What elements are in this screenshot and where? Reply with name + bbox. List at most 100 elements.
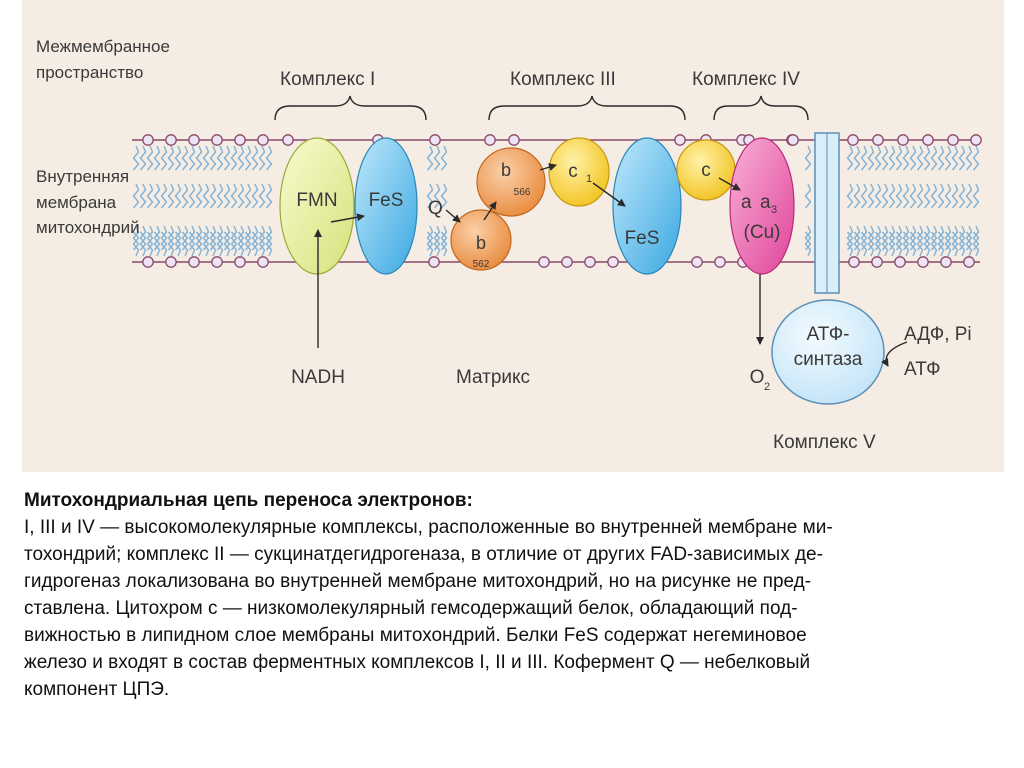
lipid-tail (909, 225, 917, 251)
lipid-tail (258, 225, 266, 251)
lipid-tail (160, 183, 168, 209)
lipid-tail (804, 183, 812, 209)
lipid-tail (923, 183, 931, 209)
lipid-head (871, 256, 883, 268)
q-to-b-arrow (445, 209, 461, 223)
lipid-tail (153, 183, 161, 209)
lipid-tail (965, 145, 973, 171)
lipid-tail (223, 225, 231, 251)
lipid-tail (202, 231, 210, 257)
b562-to-b566-arrow (483, 201, 497, 221)
lipid-tail (902, 231, 910, 257)
lipid-tail (944, 145, 952, 171)
lipid-tail (895, 145, 903, 171)
lipid-tail (265, 183, 273, 209)
lipid-head (872, 134, 884, 146)
lipid-tail (188, 225, 196, 251)
lipid-head (165, 134, 177, 146)
lipid-tail (251, 225, 259, 251)
lipid-head (917, 256, 929, 268)
lipid-tail (881, 225, 889, 251)
lipid-tail (167, 231, 175, 257)
lipid-head (211, 256, 223, 268)
lipid-tail (258, 145, 266, 171)
lipid-tail (433, 145, 441, 171)
lipid-tail (972, 231, 980, 257)
lipid-tail (174, 145, 182, 171)
lipid-tail (153, 225, 161, 251)
inner-membrane-label-3: митохондрий (36, 218, 140, 237)
fmn-protein: FMN (279, 137, 355, 275)
lipid-tail (237, 225, 245, 251)
lipid-head (897, 134, 909, 146)
lipid-tail (881, 231, 889, 257)
lipid-tail (888, 231, 896, 257)
lipid-tail (874, 231, 882, 257)
lipid-head (538, 256, 550, 268)
lipid-head (607, 256, 619, 268)
lipid-tail (881, 183, 889, 209)
fmn-to-fes-arrow (330, 213, 365, 223)
aa3-a-label: a (741, 192, 752, 213)
intermembrane-label-1: Межмембранное (36, 37, 170, 56)
aa3-a3-label: a (760, 192, 771, 213)
lipid-tail (867, 231, 875, 257)
lipid-head (257, 256, 269, 268)
membrane (132, 134, 982, 268)
lipid-tail (132, 183, 140, 209)
lipid-tail (167, 225, 175, 251)
lipid-head (674, 134, 686, 146)
lipid-tail (440, 225, 448, 251)
complex-1-label: Комплекс I (280, 69, 375, 90)
lipid-tail (867, 145, 875, 171)
lipid-tail (188, 231, 196, 257)
lipid-tail (426, 145, 434, 171)
lipid-tail (146, 145, 154, 171)
lipid-tail (230, 231, 238, 257)
lipid-head (188, 134, 200, 146)
lipid-tail (237, 231, 245, 257)
lipid-tail (160, 231, 168, 257)
lipid-tail (223, 145, 231, 171)
lipid-tail (132, 225, 140, 251)
lipid-tail (965, 183, 973, 209)
c1-subscript: 1 (586, 173, 592, 185)
fes-protein-complex-3: FeS (612, 137, 682, 275)
coenzyme-q-label: Q (428, 198, 443, 219)
lipid-tail (202, 225, 210, 251)
b562-subscript: 562 (473, 259, 490, 270)
lipid-tail (174, 231, 182, 257)
lipid-tail (237, 183, 245, 209)
lipid-tail (902, 183, 910, 209)
lipid-tail (972, 183, 980, 209)
lipid-head (165, 256, 177, 268)
lipid-tail (153, 231, 161, 257)
inner-membrane-label-2: мембрана (36, 193, 117, 212)
lipid-tail (951, 225, 959, 251)
intermembrane-label-2: пространство (36, 63, 143, 82)
lipid-head (947, 134, 959, 146)
lipid-tail (195, 231, 203, 257)
lipid-tail (958, 145, 966, 171)
lipid-tail (944, 183, 952, 209)
lipid-tail (251, 145, 259, 171)
lipid-tail (160, 145, 168, 171)
complex-4-brace (713, 95, 809, 121)
lipid-tail (230, 225, 238, 251)
fes-protein-complex-1: FeS (354, 137, 418, 275)
lipid-head (282, 134, 294, 146)
lipid-tail (895, 183, 903, 209)
caption-line: ставлена. Цитохром с — низкомолекулярный… (24, 598, 798, 619)
lipid-tail (440, 231, 448, 257)
lipid-tail (958, 183, 966, 209)
lipid-tail (916, 145, 924, 171)
lipid-tail (930, 225, 938, 251)
lipid-head (484, 134, 496, 146)
lipid-head (584, 256, 596, 268)
lipid-tail (965, 231, 973, 257)
b566-subscript: 566 (514, 187, 531, 198)
lipid-tail (433, 225, 441, 251)
lipid-head (234, 256, 246, 268)
lipid-tail (132, 231, 140, 257)
lipid-head (922, 134, 934, 146)
